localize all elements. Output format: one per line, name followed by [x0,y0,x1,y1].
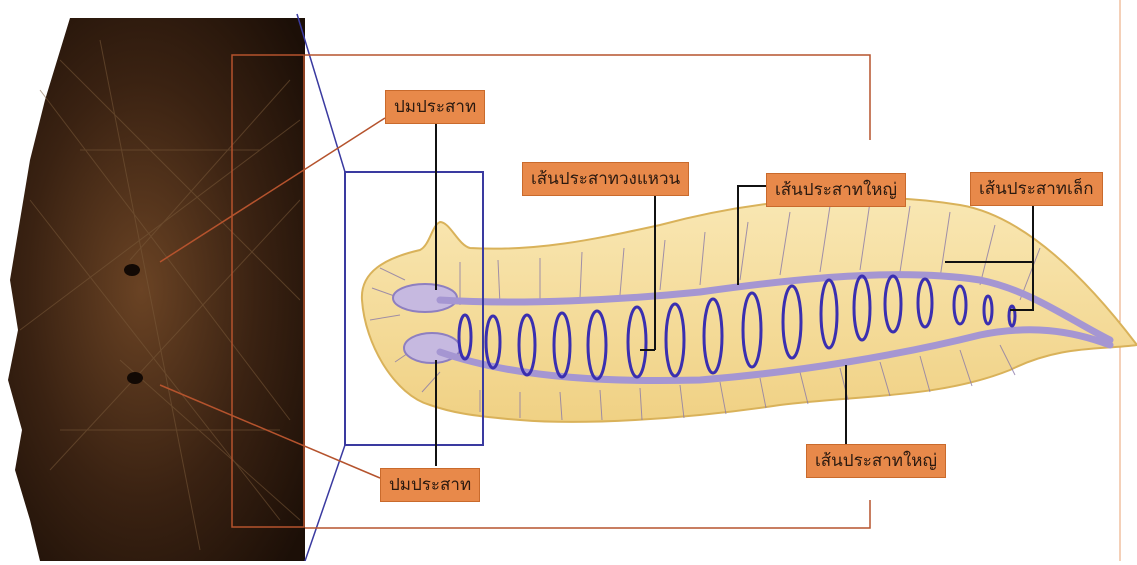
label-ring-nerve: เส้นประสาทวงแหวน [522,162,689,196]
label-main-nerve-bottom: เส้นประสาทใหญ่ [806,444,946,478]
label-ganglion-top: ปมประสาท [385,90,485,124]
label-small-nerve: เส้นประสาทเล็ก [970,172,1103,206]
micrograph [8,18,305,561]
label-ganglion-bottom: ปมประสาท [380,468,480,502]
label-main-nerve-top: เส้นประสาทใหญ่ [766,173,906,207]
